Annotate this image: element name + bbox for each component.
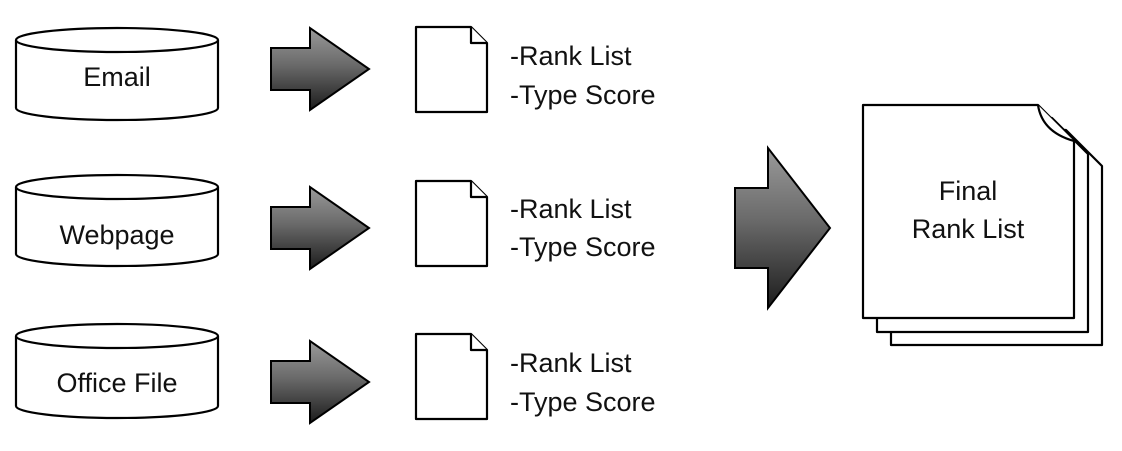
final-rank-list-line-2: Rank List [912,214,1025,244]
document-fold-icon [469,27,487,45]
right-arrow-icon [270,185,371,271]
stack-page-front [861,103,1076,320]
source-label-webpage: Webpage [59,220,174,250]
database-cylinder-icon [14,322,220,420]
document-icon [414,179,489,268]
document-fold-icon [469,181,487,199]
merge-arrow-icon [734,145,832,311]
database-cylinder-icon [14,26,220,122]
right-arrow-icon [270,26,371,112]
right-arrow-icon [270,339,371,425]
rank-list-label: -Rank List [510,41,632,71]
type-score-label: -Type Score [510,387,656,417]
document-stack-icon [861,103,1104,347]
source-label-office-file: Office File [56,368,177,398]
stack-page-fold [1036,104,1075,143]
type-score-label: -Type Score [510,80,656,110]
document-fold-icon [469,334,487,352]
source-row-email: Email -Rank List -Type Score [14,25,656,122]
rank-list-label: -Rank List [510,348,632,378]
rank-list-label: -Rank List [510,194,632,224]
database-cylinder-icon [14,173,220,268]
source-row-office-file: Office File -Rank List -Type Score [14,322,656,425]
document-icon [414,25,489,114]
document-icon [414,332,489,421]
source-row-webpage: Webpage -Rank List -Type Score [14,173,656,271]
source-label-email: Email [83,62,151,92]
type-score-label: -Type Score [510,232,656,262]
final-rank-list-line-1: Final [939,176,998,206]
